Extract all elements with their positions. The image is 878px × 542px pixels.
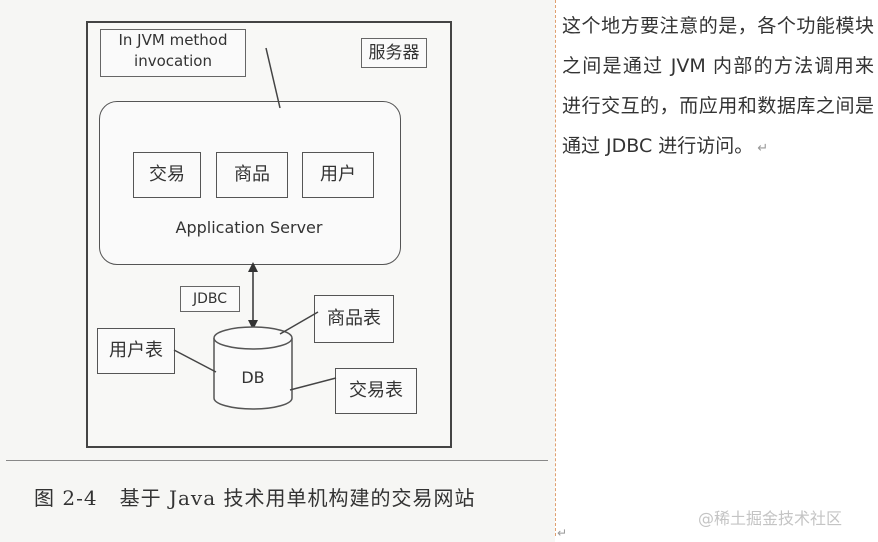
product-table-connector <box>279 311 319 335</box>
user-table-box: 用户表 <box>97 328 175 374</box>
user-table-connector <box>173 349 217 373</box>
server-label: 服务器 <box>361 38 427 68</box>
jvm-note-pointer <box>265 47 281 109</box>
db-label: DB <box>241 368 265 387</box>
architecture-figure: 服务器 In JVM method invocation 交易 商品 用户 Ap… <box>0 0 555 542</box>
watermark: @稀土掘金技术社区 <box>698 509 843 528</box>
db-cylinder <box>213 326 293 410</box>
return-mark-icon: ↵ <box>757 141 769 156</box>
jdbc-label: JDBC <box>180 286 240 312</box>
jvm-note-line1: In JVM method <box>118 31 228 49</box>
jvm-invocation-note: In JVM method invocation <box>100 29 246 77</box>
module-user: 用户 <box>302 152 374 198</box>
paragraph-mark-icon: ↵ <box>557 526 568 540</box>
product-table-box: 商品表 <box>314 295 394 343</box>
module-trade: 交易 <box>133 152 201 198</box>
arrowhead-up <box>248 262 258 272</box>
application-server-label: Application Server <box>175 218 323 237</box>
trade-table-connector <box>289 377 337 391</box>
explanation-text: 这个地方要注意的是，各个功能模块之间是通过 JVM 内部的方法调用来进行交互的，… <box>562 6 874 169</box>
figure-caption: 图 2-4 基于 Java 技术用单机构建的交易网站 <box>34 486 476 510</box>
diagram-lines <box>173 47 337 410</box>
module-product: 商品 <box>216 152 288 198</box>
explanation-paragraph: 这个地方要注意的是，各个功能模块之间是通过 JVM 内部的方法调用来进行交互的，… <box>562 15 874 157</box>
trade-table-box: 交易表 <box>335 368 417 414</box>
caption-divider <box>6 460 548 461</box>
jvm-note-line2: invocation <box>134 52 212 70</box>
arrowhead-down <box>248 320 258 330</box>
column-separator <box>555 0 556 536</box>
